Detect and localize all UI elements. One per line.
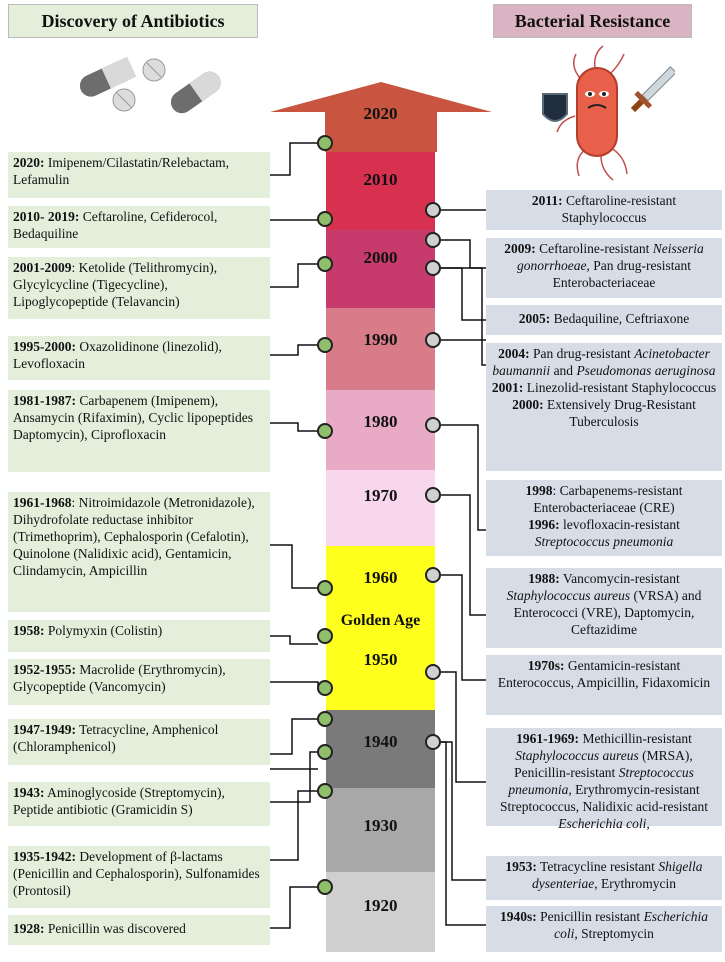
discovery-event: 1952-1955: Macrolide (Erythromycin), Gly… [8, 659, 270, 705]
timeline-arrow-head [270, 82, 492, 152]
gray-dot [425, 202, 441, 218]
decade-1940: 1940 [363, 732, 398, 751]
resistance-event: 2005: Bedaquiline, Ceftriaxone [486, 305, 722, 335]
segment-1980: 1980 [326, 390, 435, 470]
resistance-event: 2011: Ceftaroline-resistant Staphylococc… [486, 190, 722, 230]
gray-dot [425, 232, 441, 248]
decade-1950: 1950 [363, 650, 398, 669]
resistance-event: 1953: Tetracycline resistant Shigella dy… [486, 856, 722, 900]
decade-2020: 2020 [363, 104, 398, 123]
resistance-event: 1970s: Gentamicin-resistant Enterococcus… [486, 655, 722, 715]
resistance-event: 1961-1969: Methicillin-resistant Staphyl… [486, 728, 722, 831]
green-dot [317, 744, 333, 760]
discovery-event: 1928: Penicillin was discovered [8, 915, 270, 945]
gray-dot [425, 734, 441, 750]
pills-icon [79, 56, 221, 114]
discovery-event: 1981-1987: Carbapenem (Imipenem), Ansamy… [8, 390, 270, 472]
discovery-event: 1958: Polymyxin (Colistin) [8, 620, 270, 652]
green-dot [317, 423, 333, 439]
discovery-event: 2020: Imipenem/Cilastatin/Relebactam, Le… [8, 152, 270, 198]
green-dot [317, 337, 333, 353]
decade-1930: 1930 [363, 816, 398, 835]
resistance-event: 2004: Pan drug-resistant Acinetobacter b… [486, 343, 722, 471]
decade-1970: 1970 [363, 486, 398, 505]
segment-2000: 2000 [326, 230, 435, 308]
segment-golden-age: 1960 Golden Age 1950 [326, 546, 435, 710]
segment-1970: 1970 [326, 470, 435, 546]
gray-dot [425, 664, 441, 680]
decade-1980: 1980 [363, 412, 398, 431]
discovery-event: 1995-2000: Oxazolidinone (linezolid), Le… [8, 336, 270, 380]
decade-1960: 1960 [363, 568, 398, 587]
segment-2020: 2020 [326, 104, 435, 152]
segment-1930: 1930 [326, 788, 435, 872]
segment-1990: 1990 [326, 308, 435, 390]
green-dot [317, 711, 333, 727]
gray-dot [425, 487, 441, 503]
segment-2010: 2010 [326, 152, 435, 230]
resistance-event: 2009: Ceftaroline-resistant Neisseria go… [486, 238, 722, 298]
resistance-event: 1998: Carbapenems-resistant Enterobacter… [486, 480, 722, 556]
discovery-header: Discovery of Antibiotics [8, 4, 258, 38]
golden-age-label: Golden Age [340, 612, 421, 629]
discovery-event: 1943: Aminoglycoside (Streptomycin), Pep… [8, 782, 270, 826]
decade-1990: 1990 [363, 330, 398, 349]
resistance-event: 1988: Vancomycin-resistant Staphylococcu… [486, 568, 722, 648]
resistance-event: 1940s: Penicillin resistant Escherichia … [486, 906, 722, 952]
discovery-event: 1947-1949: Tetracycline, Amphenicol (Chl… [8, 719, 270, 765]
green-dot [317, 680, 333, 696]
discovery-event: 1961-1968: Nitroimidazole (Metronidazole… [8, 492, 270, 612]
green-dot [317, 211, 333, 227]
decade-2000: 2000 [363, 248, 398, 267]
green-dot [317, 580, 333, 596]
green-dot [317, 879, 333, 895]
green-dot [317, 256, 333, 272]
decade-2010: 2010 [363, 170, 398, 189]
gray-dot [425, 417, 441, 433]
bacteria-icon [542, 45, 675, 181]
decade-1920: 1920 [363, 896, 398, 915]
green-dot [317, 135, 333, 151]
green-dot [317, 783, 333, 799]
resistance-header: Bacterial Resistance [493, 4, 692, 38]
green-dot [317, 628, 333, 644]
segment-1940: 1940 [326, 710, 435, 788]
discovery-event: 2001-2009: Ketolide (Telithromycin), Gly… [8, 257, 270, 319]
gray-dot [425, 260, 441, 276]
segment-1920: 1920 [326, 872, 435, 952]
discovery-event: 1935-1942: Development of β-lactams (Pen… [8, 846, 270, 908]
discovery-event: 2010- 2019: Ceftaroline, Cefiderocol, Be… [8, 206, 270, 248]
gray-dot [425, 332, 441, 348]
gray-dot [425, 567, 441, 583]
